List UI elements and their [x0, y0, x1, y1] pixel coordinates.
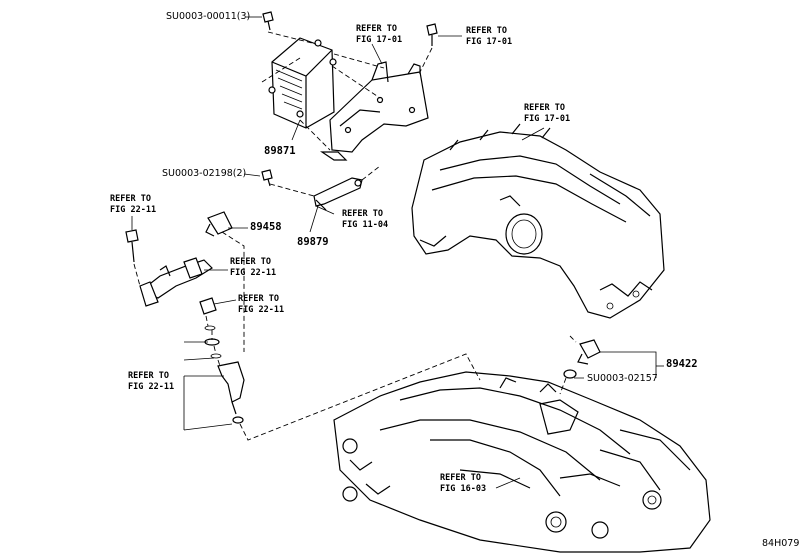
bolt-su02198 [261, 169, 273, 187]
clip-89879 [313, 177, 363, 211]
intake-manifold [411, 123, 665, 319]
refer-fig-22-11-b-line2: FIG 22-11 [230, 268, 277, 278]
part-number-89458: 89458 [250, 221, 282, 233]
refer-fig-17-01-a-line1: REFER TO [356, 24, 397, 34]
label-su0003-02157: SU0003-02157 [587, 373, 658, 384]
bolt-top-right [426, 23, 438, 46]
ecu-module [268, 37, 337, 129]
bolt-fuel-rail [125, 229, 139, 263]
refer-fig-17-01-a-line2: FIG 17-01 [356, 35, 403, 45]
leader-lines [131, 16, 664, 489]
refer-fig-22-11-a-line1: REFER TO [110, 194, 151, 204]
refer-fig-16-03-line2: FIG 16-03 [440, 484, 487, 494]
part-number-89871: 89871 [264, 145, 296, 157]
assembly-lines [133, 31, 577, 441]
refer-fig-22-11-c-line1: REFER TO [238, 294, 279, 304]
refer-fig-22-11-c-line2: FIG 22-11 [238, 305, 285, 315]
part-number-89422: 89422 [666, 358, 698, 370]
refer-fig-17-01-b-line2: FIG 17-01 [466, 37, 513, 47]
injector-stack [199, 297, 245, 424]
refer-fig-16-03-line1: REFER TO [440, 473, 481, 483]
figure-code: 84H079 [762, 538, 800, 549]
part-number-89879: 89879 [297, 236, 329, 248]
refer-fig-17-01-c-line2: FIG 17-01 [524, 114, 571, 124]
sensor-89422 [563, 339, 601, 379]
refer-fig-17-01-b-line1: REFER TO [466, 26, 507, 36]
refer-fig-22-11-b-line1: REFER TO [230, 257, 271, 267]
engine-block [333, 371, 711, 553]
refer-fig-22-11-d-line2: FIG 22-11 [128, 382, 175, 392]
fuel-delivery-pipe [139, 257, 213, 307]
ecu-bracket [320, 61, 429, 161]
refer-fig-17-01-c-line1: REFER TO [524, 103, 565, 113]
refer-fig-11-04-line1: REFER TO [342, 209, 383, 219]
refer-fig-22-11-d-line1: REFER TO [128, 371, 169, 381]
refer-fig-22-11-a-line2: FIG 22-11 [110, 205, 157, 215]
label-su0003-00011: SU0003-00011(3) [166, 11, 251, 22]
refer-fig-11-04-line2: FIG 11-04 [342, 220, 389, 230]
sensor-89458 [205, 211, 233, 237]
bolt-su00011 [262, 11, 274, 31]
label-su0003-02198: SU0003-02198(2) [162, 168, 247, 179]
